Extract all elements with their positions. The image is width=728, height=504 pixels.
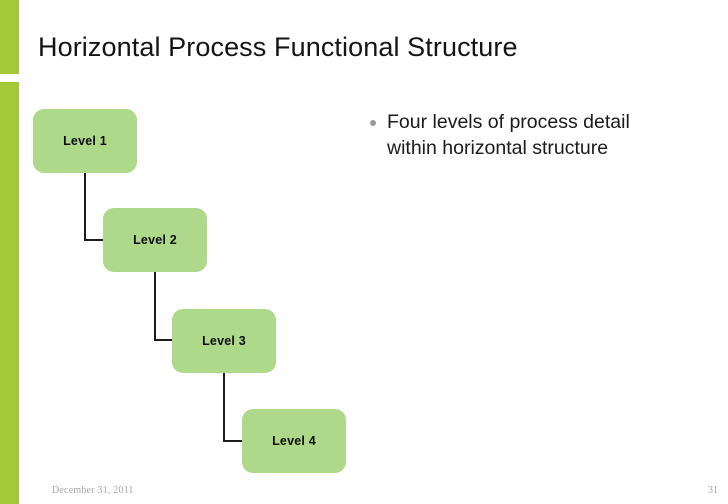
bullet-item-label: Four levels of process detail within hor…: [387, 111, 630, 159]
connector-level2-level3-vertical: [154, 272, 156, 341]
list-item: Four levels of process detail within hor…: [370, 109, 670, 161]
connector-level1-level2-vertical: [84, 173, 86, 241]
bullet-dot-icon: [370, 120, 376, 126]
process-box-level-1[interactable]: Level 1: [33, 109, 137, 173]
connector-level3-level4-vertical: [223, 373, 225, 442]
process-box-level-2[interactable]: Level 2: [103, 208, 207, 272]
connector-level1-level2-horizontal: [84, 239, 105, 241]
connector-level2-level3-horizontal: [154, 339, 174, 341]
process-box-level-3[interactable]: Level 3: [172, 309, 276, 373]
page-title: Horizontal Process Functional Structure: [38, 32, 518, 62]
footer-page-number: 31: [708, 485, 718, 496]
bullet-list: Four levels of process detail within hor…: [370, 109, 670, 161]
left-accent-bar-top: [0, 0, 19, 74]
left-accent-bar-bottom: [0, 82, 19, 504]
footer-date: December 31, 2011: [52, 485, 134, 496]
connector-level3-level4-horizontal: [223, 440, 244, 442]
process-box-level-4[interactable]: Level 4: [242, 409, 346, 473]
